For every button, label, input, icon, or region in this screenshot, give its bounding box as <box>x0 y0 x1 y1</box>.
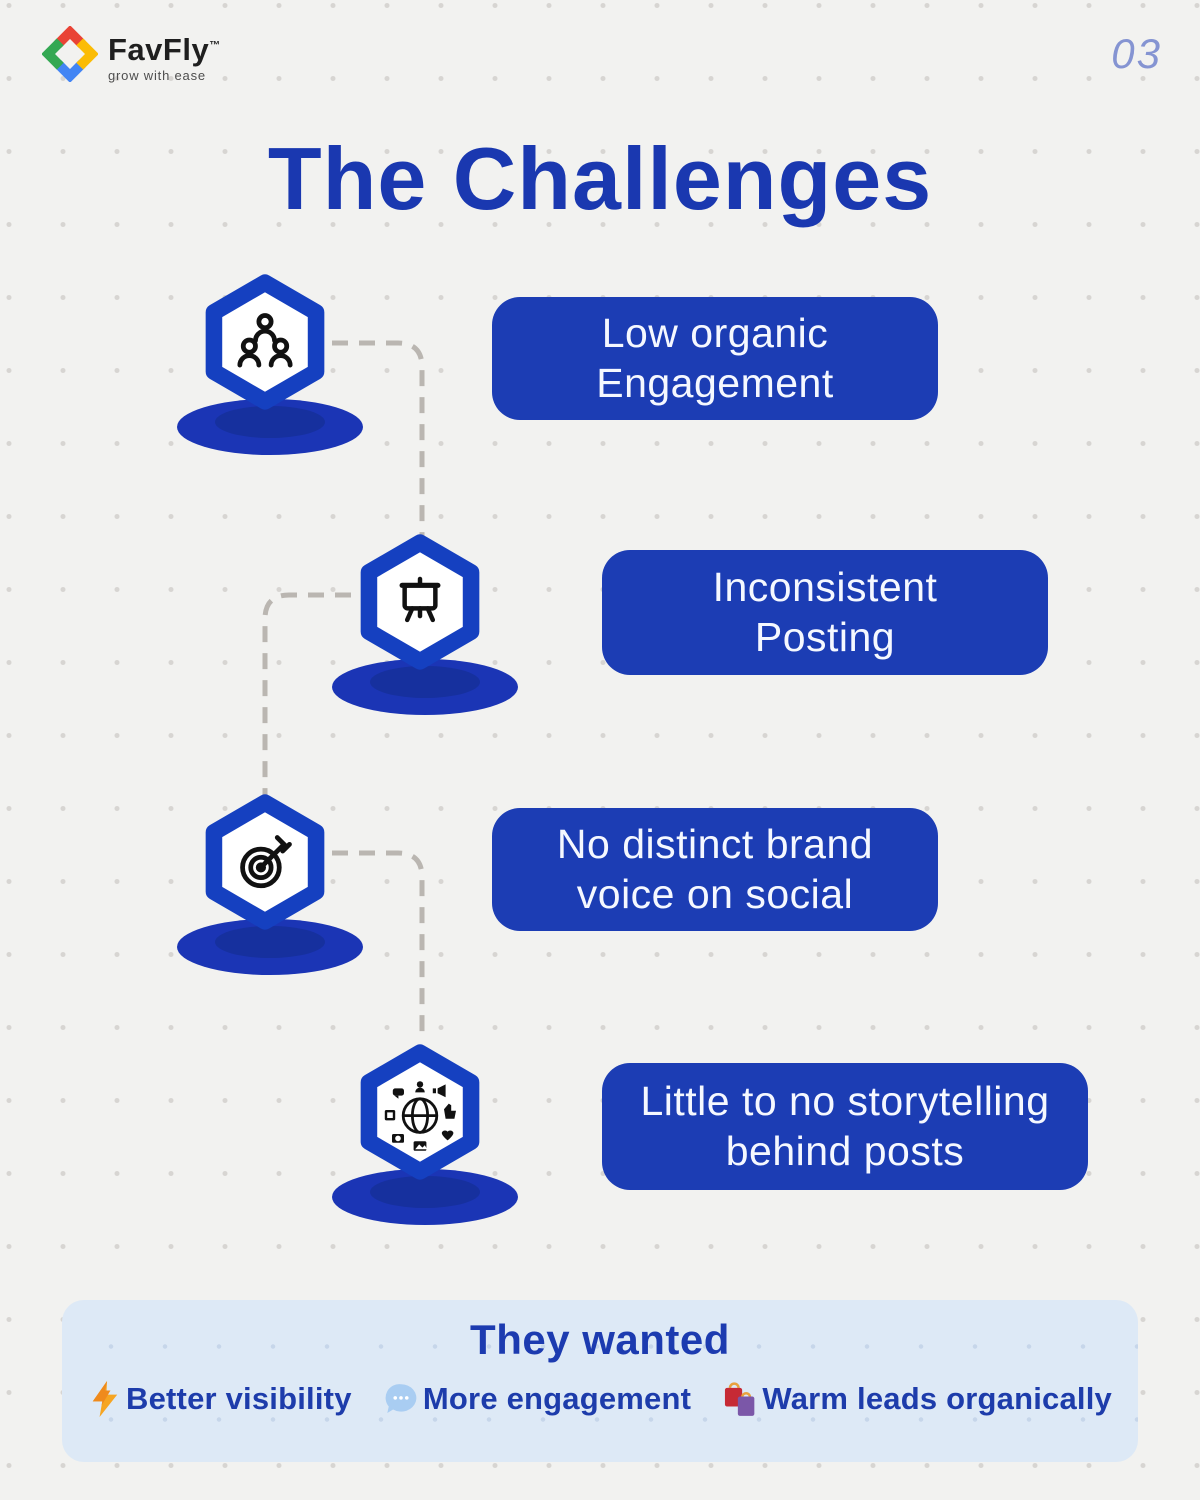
challenge-pin-4 <box>330 1042 520 1227</box>
challenge-pill-1: Low organic Engagement <box>492 297 938 420</box>
challenge-pin-2 <box>330 532 520 717</box>
pin-base-shadow <box>332 659 518 715</box>
challenge-pill-2: Inconsistent Posting <box>602 550 1048 675</box>
hexagon-frame <box>360 534 480 670</box>
wanted-item-label: More engagement <box>422 1381 692 1416</box>
page-number: 03 <box>1111 30 1162 77</box>
they-wanted-panel: They wanted Better visibility More engag… <box>62 1300 1138 1462</box>
challenge-pin-3 <box>175 792 365 977</box>
wanted-item-leads: Warm leads organically <box>722 1380 1112 1418</box>
pin-base-shadow <box>332 1169 518 1225</box>
target-icon <box>240 835 292 889</box>
logo-tagline: grow with ease <box>108 68 206 83</box>
wanted-item-label: Better visibility <box>126 1381 352 1416</box>
social-globe-icon <box>384 1081 456 1151</box>
trademark-symbol: ™ <box>209 39 221 52</box>
speech-bubble-icon <box>385 1384 417 1414</box>
challenge-pill-4: Little to no storytelling behind posts <box>602 1063 1088 1190</box>
presentation-board-icon <box>399 576 441 623</box>
they-wanted-title: They wanted <box>470 1316 730 1363</box>
pin-base-shadow <box>177 919 363 975</box>
wanted-item-visibility: Better visibility <box>88 1380 352 1418</box>
challenge-pill-3: No distinct brand voice on social <box>492 808 938 931</box>
challenge-pin-1 <box>175 272 365 457</box>
shopping-bags-icon <box>725 1382 755 1416</box>
favfly-logo-icon <box>42 26 98 82</box>
favfly-logo: FavFly™ grow with ease <box>42 26 221 83</box>
pin-base-shadow <box>177 399 363 455</box>
hexagon-frame <box>205 274 325 410</box>
page-title: The Challenges <box>267 129 933 228</box>
logo-wordmark: FavFly™ <box>108 32 221 67</box>
they-wanted-items: Better visibility More engagement <box>62 1380 1138 1418</box>
wanted-item-label: Warm leads organically <box>762 1381 1112 1416</box>
lightning-icon <box>92 1380 118 1418</box>
team-icon <box>237 313 293 368</box>
wanted-item-engagement: More engagement <box>383 1381 691 1417</box>
